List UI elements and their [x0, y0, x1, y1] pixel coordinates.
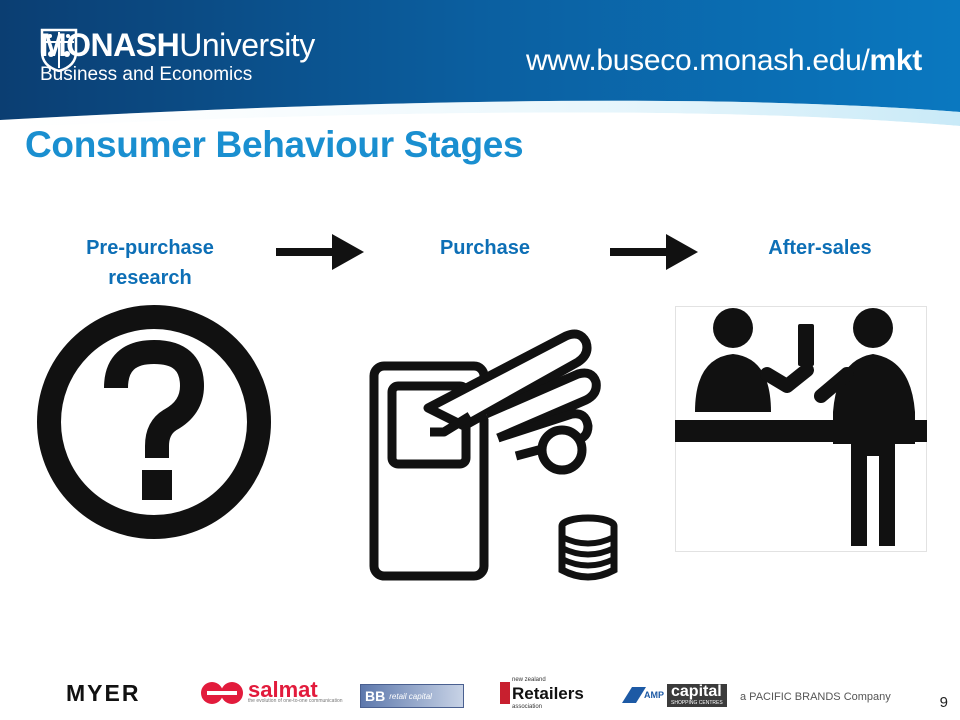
bb-retail-capital-logo[interactable]: BB retail capital [360, 684, 464, 708]
pacific-brands-logo[interactable]: a PACIFIC BRANDS Company [740, 691, 891, 703]
salmat-mark-icon [201, 682, 243, 704]
coin-stack-icon [558, 514, 618, 581]
amp-mark-icon [622, 687, 646, 703]
stage-label-after-sales: After-sales [768, 237, 872, 259]
card-payment-icon [369, 329, 618, 581]
amp-capital-logo[interactable]: AMP capital SHOPPING CENTRES [622, 682, 727, 708]
header-url[interactable]: www.buseco.monash.edu/mkt [525, 44, 922, 77]
slide-title: Consumer Behaviour Stages [25, 124, 524, 165]
stage-label-pre-purchase: Pre-purchase research [86, 237, 214, 289]
retailers-mark-icon [500, 682, 510, 704]
stage-label-purchase: Purchase [439, 237, 531, 259]
monash-crest-icon [40, 28, 78, 72]
brand-name: MONASHUniversity [40, 27, 315, 63]
brand-faculty: Business and Economics [40, 64, 253, 85]
page-number: 9 [939, 694, 948, 711]
right-arrow-icon [610, 234, 698, 270]
service-counter-icon [675, 306, 927, 552]
retailers-association-logo[interactable]: new zealand Retailers association [500, 676, 584, 710]
monash-logo[interactable]: MONASHUniversity Business and Economics [40, 28, 315, 86]
header-banner: MONASHUniversity Business and Economics … [0, 0, 960, 135]
header-background [0, 0, 960, 135]
question-mark-icon [37, 305, 271, 539]
right-arrow-icon [276, 234, 364, 270]
salmat-logo[interactable]: salmat the evolution of one-to-one commu… [200, 679, 343, 706]
myer-logo[interactable]: MYER [66, 679, 141, 706]
